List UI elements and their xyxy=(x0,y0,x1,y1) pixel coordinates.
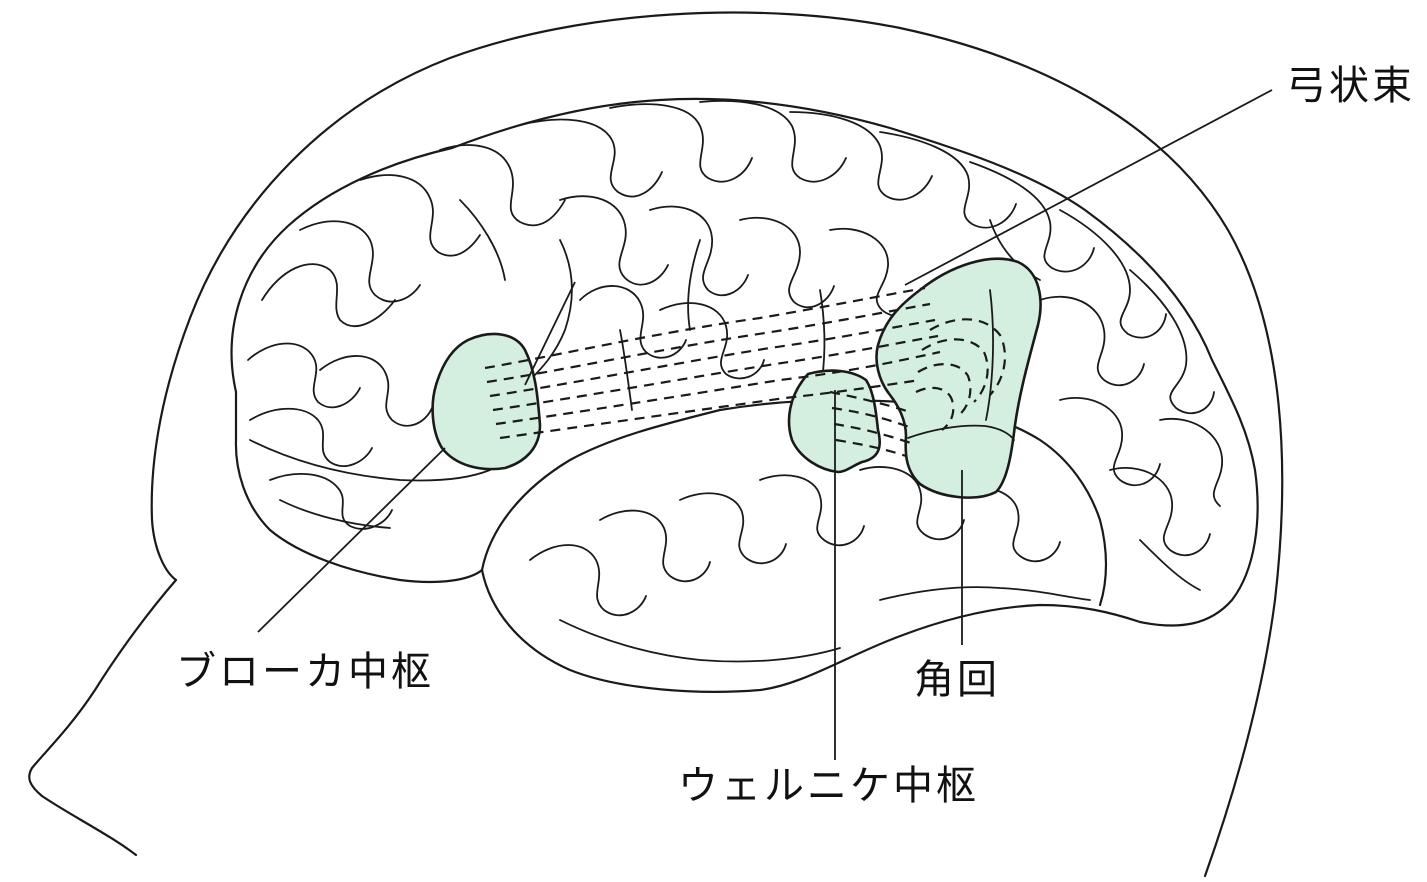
angular-gyrus-area xyxy=(877,259,1041,498)
head-outline xyxy=(29,13,1282,876)
gyri-pattern xyxy=(248,101,1222,662)
broca-area xyxy=(433,334,540,469)
wernicke-area-label: ウェルニケ中枢 xyxy=(678,766,979,806)
angular-gyrus-label: 角回 xyxy=(914,660,1000,700)
broca-area-label: ブローカ中枢 xyxy=(176,652,434,692)
brain-outline xyxy=(232,99,1258,692)
arcuate-leader-line xyxy=(905,90,1272,285)
broca-leader-line-2 xyxy=(525,282,575,385)
arcuate-fasciculus-label: 弓状束 xyxy=(1286,66,1415,106)
